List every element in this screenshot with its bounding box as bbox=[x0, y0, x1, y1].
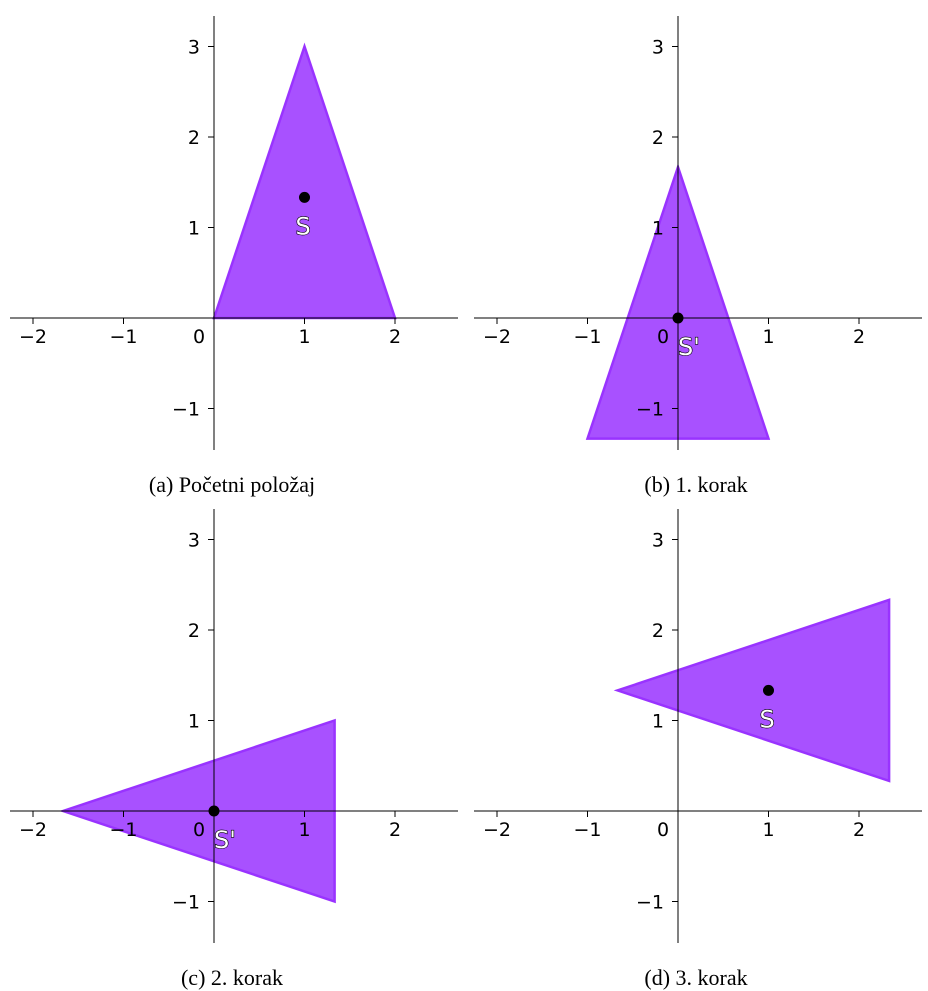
y-tick-label: −1 bbox=[172, 399, 200, 421]
y-tick-label: 3 bbox=[652, 530, 664, 552]
x-tick-label: 1 bbox=[298, 819, 310, 841]
y-tick-label: 1 bbox=[188, 711, 200, 733]
x-tick-label: −1 bbox=[109, 326, 137, 348]
plot-a: −2 −1 0 1 2 −1 1 2 3S bbox=[10, 16, 458, 450]
x-tick-label: 2 bbox=[389, 819, 401, 841]
y-tick-label: 2 bbox=[188, 620, 200, 642]
x-tick-label: 2 bbox=[853, 326, 865, 348]
x-tick-label: −2 bbox=[19, 819, 47, 841]
y-tick-label: 3 bbox=[188, 530, 200, 552]
centroid-point-a bbox=[299, 191, 310, 203]
centroid-point-b bbox=[672, 312, 684, 324]
plot-d: −2 −1 0 1 2 −1 1 2 3S bbox=[474, 509, 922, 943]
x-tick-label: 2 bbox=[853, 819, 865, 841]
triangle-a bbox=[212, 42, 397, 320]
y-tick-label: 1 bbox=[652, 711, 664, 733]
triangle-d bbox=[613, 598, 891, 783]
y-tick-label: −1 bbox=[636, 892, 664, 914]
y-tick-label: −1 bbox=[172, 892, 200, 914]
x-tick-label: 1 bbox=[762, 326, 774, 348]
x-tick-label: 0 bbox=[657, 326, 669, 348]
x-tick-label: 2 bbox=[389, 326, 401, 348]
x-tick-label: −1 bbox=[573, 819, 601, 841]
x-tick-label: −2 bbox=[483, 326, 511, 348]
centroid-label-c: S' bbox=[214, 826, 236, 854]
centroid-point-d bbox=[763, 684, 774, 696]
y-tick-label: 1 bbox=[188, 218, 200, 240]
y-tick-label: 3 bbox=[652, 37, 664, 59]
y-tick-label: 2 bbox=[652, 620, 664, 642]
x-tick-label: −2 bbox=[19, 326, 47, 348]
plot-b: −2 −1 0 1 2 −1 1 2 3S' bbox=[474, 16, 922, 450]
y-tick-label: 2 bbox=[188, 127, 200, 149]
y-tick-label: 2 bbox=[652, 127, 664, 149]
y-tick-label: −1 bbox=[636, 399, 664, 421]
x-tick-label: −1 bbox=[573, 326, 601, 348]
x-tick-label: 0 bbox=[657, 819, 669, 841]
x-tick-label: 1 bbox=[762, 819, 774, 841]
centroid-label-b: S' bbox=[678, 333, 700, 361]
caption-a: (a) Početni položaj bbox=[148, 472, 316, 497]
y-tick-label: 1 bbox=[652, 218, 664, 240]
caption-d: (d) 3. korak bbox=[644, 965, 748, 990]
y-tick-label: 3 bbox=[188, 37, 200, 59]
x-tick-label: 0 bbox=[193, 326, 205, 348]
x-tick-label: −1 bbox=[109, 819, 137, 841]
plot-c: −2 −1 0 1 2 −1 1 2 3S' bbox=[10, 509, 458, 943]
caption-b: (b) 1. korak bbox=[644, 472, 748, 497]
centroid-label-a: S bbox=[296, 212, 311, 240]
x-tick-label: −2 bbox=[483, 819, 511, 841]
x-tick-label: 0 bbox=[193, 819, 205, 841]
centroid-point-c bbox=[208, 805, 220, 817]
x-tick-label: 1 bbox=[298, 326, 310, 348]
caption-c: (c) 2. korak bbox=[180, 965, 283, 990]
centroid-label-d: S bbox=[760, 705, 775, 733]
